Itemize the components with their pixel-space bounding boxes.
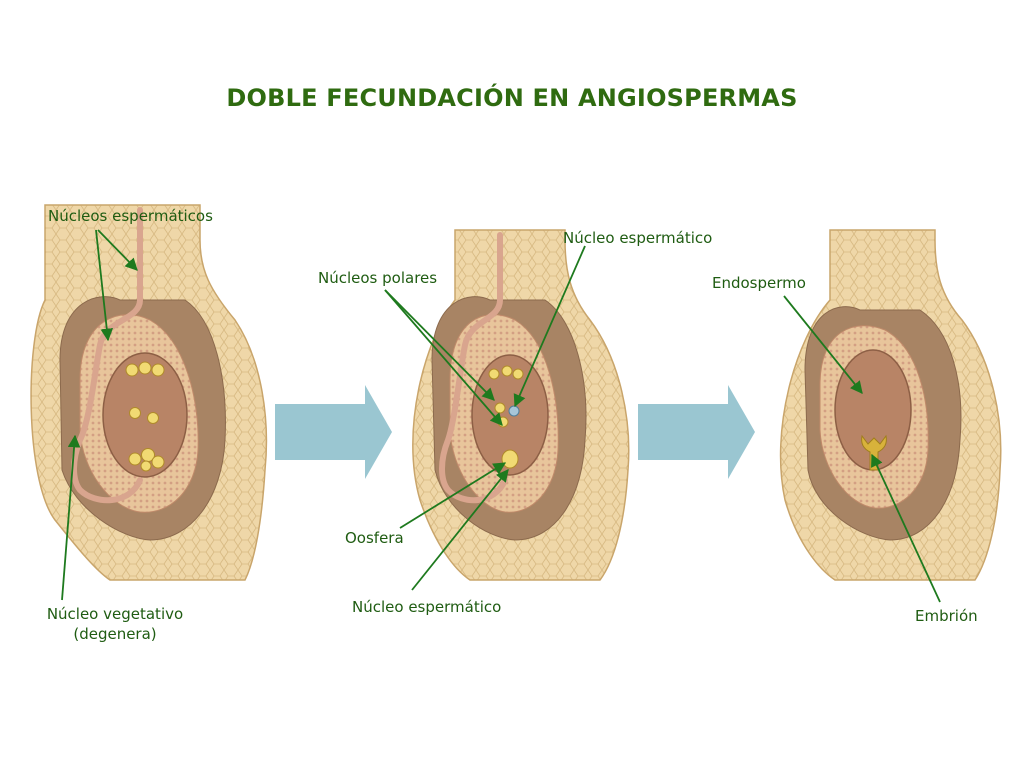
pointer-embrion [871, 453, 941, 603]
label-embrion: Embrión [915, 607, 978, 625]
label-nucleos-polares: Núcleos polares [318, 269, 438, 287]
label-nucleos-espermaticos: Núcleos espermáticos [48, 207, 213, 225]
pointer-lines [61, 229, 941, 603]
ovule-stage-2 [412, 229, 630, 581]
sperm-nucleus-fusing [508, 405, 520, 417]
pointer-nucleo-espermatico-bottom [411, 469, 509, 591]
pointer-nucleo-espermatico-top [513, 245, 586, 408]
embryo [861, 434, 887, 471]
label-endospermo: Endospermo [712, 274, 806, 292]
pointer-nucleos-polares-2 [384, 289, 503, 426]
transition-arrow-1 [275, 385, 392, 479]
diagram-title: DOBLE FECUNDACIÓN EN ANGIOSPERMAS [226, 84, 798, 112]
pollen-tube [439, 232, 508, 504]
label-oosfera: Oosfera [345, 529, 404, 547]
oosphere [501, 449, 519, 469]
ovule-stage-3 [779, 229, 1002, 581]
label-nucleo-vegetativo-line1: Núcleo vegetativo [46, 605, 184, 623]
egg-apparatus [128, 448, 165, 472]
pointer-nucleo-vegetativo [61, 434, 81, 601]
label-nucleo-espermatico-top: Núcleo espermático [563, 229, 713, 247]
label-nucleo-espermatico-bottom: Núcleo espermático [352, 598, 502, 616]
embryo-sac [471, 354, 549, 476]
pointer-nucleos-espermaticos-1 [97, 229, 138, 271]
transition-arrow-2 [638, 385, 755, 479]
label-nucleo-vegetativo-line2: (degenera) [73, 625, 157, 643]
label-nucleo-vegetativo: Núcleo vegetativo (degenera) [25, 604, 205, 644]
pointer-nucleos-polares-1 [384, 289, 495, 401]
pointer-endospermo [783, 295, 863, 394]
antipodal-cells [125, 361, 165, 377]
ovule-stage-1 [30, 204, 268, 581]
pointer-oosfera [399, 462, 507, 529]
pointer-nucleos-espermaticos-2 [95, 229, 114, 342]
polar-nuclei [129, 407, 159, 424]
embryo-sac [102, 352, 188, 478]
